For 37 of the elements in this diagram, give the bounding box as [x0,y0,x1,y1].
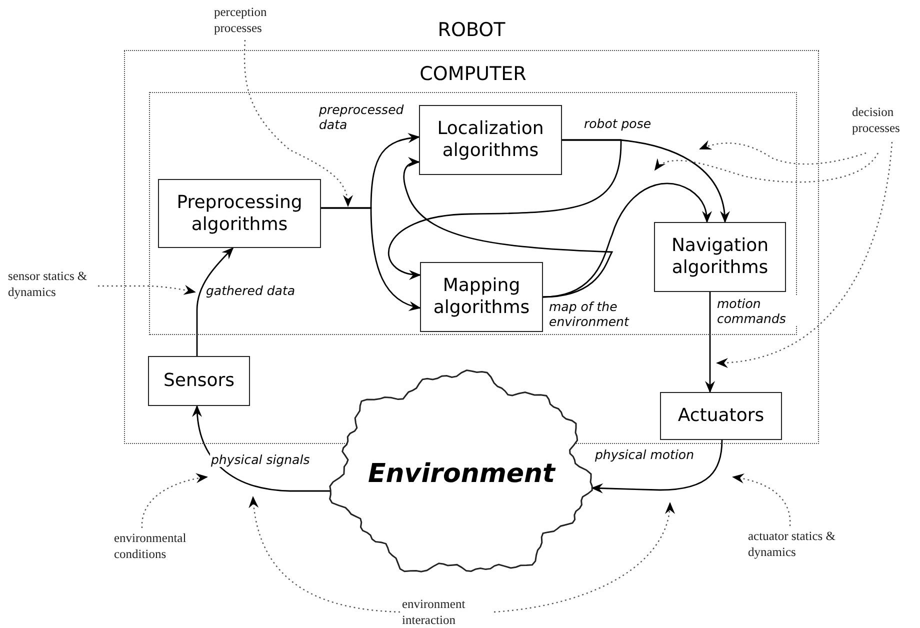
annotation-text: perception processes [214,4,294,40]
arrow [705,292,715,393]
process-box: Navigation algorithms [654,222,786,292]
edge-label: robot pose [583,116,652,131]
dotted-arrow [141,474,208,528]
process-box: Preprocessing algorithms [158,179,321,248]
process-box: Mapping algorithms [420,262,543,332]
annotation-text: decision processes [852,104,920,140]
arrow [403,158,613,298]
group-title: COMPUTER [420,62,526,86]
dotted-arrow [249,496,400,613]
edge-label: motion commands [716,296,798,326]
arrow [542,182,712,298]
environment-label: Environment [368,459,555,489]
process-box: Localization algorithms [419,105,562,175]
dotted-arrow [654,152,878,183]
dotted-arrow [244,40,352,207]
annotation-text: actuator statics & dynamics [748,528,868,564]
arrow [196,247,234,356]
group-title: ROBOT [438,18,506,42]
arrow [321,207,421,310]
dotted-arrow [98,284,196,295]
edge-label: gathered data [205,283,296,298]
annotation-text: environmental conditions [114,530,214,566]
dotted-arrow [699,140,866,165]
process-box: Actuators [660,392,782,440]
dotted-arrow [716,142,893,368]
edge-label: physical signals [210,452,311,467]
annotation-text: sensor statics & dynamics [8,268,108,304]
arrow [591,440,723,494]
dotted-arrow [494,502,674,613]
edge-label: physical motion [594,447,695,462]
dotted-arrow [732,474,791,526]
arrow [388,139,622,279]
arrow [192,405,332,492]
process-box: Sensors [148,356,250,406]
annotation-text: environment interaction [402,596,492,628]
